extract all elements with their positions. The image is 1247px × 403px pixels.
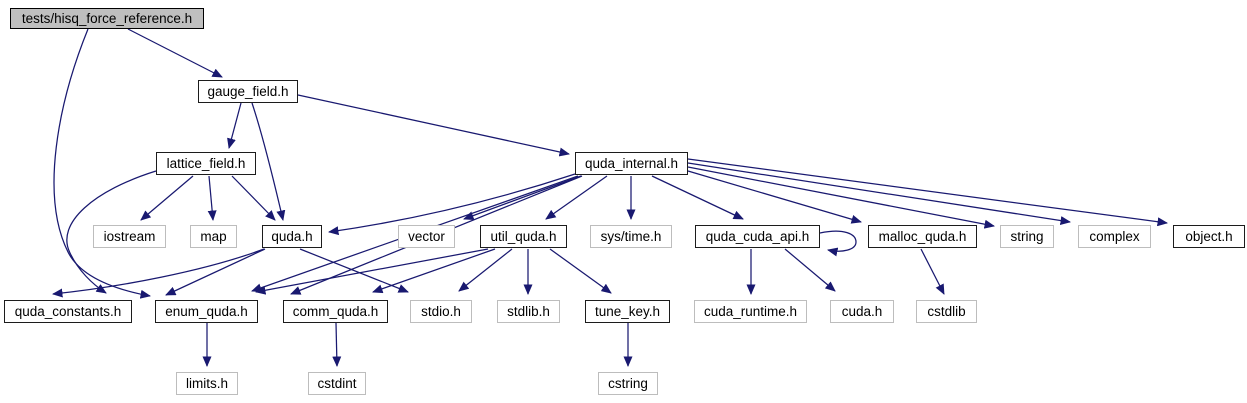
edge-gauge_field_h-to-lattice_field_h: [227, 102, 242, 149]
node-cuda_h: cuda.h: [830, 300, 894, 323]
node-label: util_quda.h: [490, 229, 557, 244]
edge-quda_cuda_api_h-to-cuda_h: [784, 248, 836, 292]
node-map: map: [190, 225, 237, 248]
node-label: comm_quda.h: [292, 304, 379, 319]
node-label: stdlib.h: [507, 304, 550, 319]
edge-gauge_field_h-to-quda_internal_h: [297, 94, 570, 157]
node-label: enum_quda.h: [165, 304, 248, 319]
node-enum_quda_h[interactable]: enum_quda.h: [155, 300, 258, 323]
edge-tests_hisq_force_reference_h-to-enum_quda_h: [53, 28, 151, 299]
node-string: string: [1000, 225, 1054, 248]
node-label: vector: [408, 229, 445, 244]
edge-lattice_field_h-to-iostream: [140, 175, 194, 221]
edge-quda_internal_h-to-vector: [463, 175, 582, 220]
node-sys_time_h: sys/time.h: [590, 225, 672, 248]
node-label: cuda_runtime.h: [703, 304, 798, 319]
node-label: complex: [1089, 229, 1140, 244]
node-label: tune_key.h: [594, 304, 661, 319]
node-label: gauge_field.h: [207, 84, 289, 99]
node-label: iostream: [103, 229, 156, 244]
node-label: string: [1010, 229, 1044, 244]
node-complex: complex: [1078, 225, 1151, 248]
node-label: object.h: [1185, 229, 1233, 244]
edge-quda_internal_h-to-quda_h: [328, 173, 576, 236]
edge-quda_internal_h-to-complex: [687, 162, 1071, 225]
edge-util_quda_h-to-comm_quda_h: [372, 248, 496, 294]
node-label: malloc_quda.h: [878, 229, 967, 244]
edge-util_quda_h-to-tune_key_h: [549, 248, 612, 294]
node-limits_h: limits.h: [176, 372, 238, 395]
node-quda_internal_h[interactable]: quda_internal.h: [575, 152, 688, 175]
node-cstdlib: cstdlib: [916, 300, 977, 323]
node-label: cstdint: [317, 376, 357, 391]
edge-quda_h-to-quda_constants_h: [52, 248, 265, 298]
edge-quda_internal_h-to-malloc_quda_h: [687, 170, 862, 224]
edge-quda_h-to-enum_quda_h: [165, 248, 266, 296]
node-cstring: cstring: [598, 372, 658, 395]
node-label: lattice_field.h: [166, 156, 246, 171]
node-malloc_quda_h[interactable]: malloc_quda.h: [868, 225, 977, 248]
node-label: sys/time.h: [600, 229, 662, 244]
edge-quda_internal_h-to-object_h: [687, 158, 1168, 227]
edge-quda_internal_h-to-string: [687, 166, 995, 229]
node-label: quda.h: [271, 229, 313, 244]
node-quda_h[interactable]: quda.h: [262, 225, 322, 248]
node-gauge_field_h[interactable]: gauge_field.h: [198, 80, 298, 103]
node-stdio_h: stdio.h: [410, 300, 472, 323]
edge-tests_hisq_force_reference_h-to-gauge_field_h: [127, 28, 223, 78]
node-object_h[interactable]: object.h: [1173, 225, 1245, 248]
node-label: map: [200, 229, 227, 244]
node-label: tests/hisq_force_reference.h: [21, 11, 193, 26]
node-cstdint: cstdint: [308, 372, 366, 395]
edge-lattice_field_h-to-quda_constants_h: [66, 170, 157, 294]
node-label: cstring: [608, 376, 648, 391]
edge-quda_internal_h-to-quda_cuda_api_h: [651, 175, 744, 220]
node-comm_quda_h[interactable]: comm_quda.h: [283, 300, 388, 323]
node-util_quda_h[interactable]: util_quda.h: [480, 225, 567, 248]
node-lattice_field_h[interactable]: lattice_field.h: [156, 152, 256, 175]
node-stdlib_h: stdlib.h: [497, 300, 560, 323]
edge-quda_internal_h-to-util_quda_h: [545, 175, 608, 220]
node-label: stdio.h: [421, 304, 461, 319]
node-iostream: iostream: [93, 225, 166, 248]
node-tests_hisq_force_reference_h[interactable]: tests/hisq_force_reference.h: [10, 8, 204, 29]
edge-util_quda_h-to-enum_quda_h: [255, 248, 489, 295]
node-label: quda_constants.h: [14, 304, 122, 319]
node-label: limits.h: [185, 376, 228, 391]
node-cuda_runtime_h: cuda_runtime.h: [694, 300, 807, 323]
node-vector: vector: [398, 225, 455, 248]
edge-quda_h-to-stdio_h: [299, 248, 409, 293]
edge-quda_cuda_api_h-to-quda_cuda_api_h: [819, 230, 857, 257]
edge-lattice_field_h-to-map: [207, 175, 217, 221]
edge-util_quda_h-to-stdio_h: [458, 248, 513, 292]
node-label: quda_cuda_api.h: [705, 229, 810, 244]
node-tune_key_h[interactable]: tune_key.h: [585, 300, 670, 323]
node-quda_constants_h[interactable]: quda_constants.h: [4, 300, 132, 323]
node-label: cuda.h: [841, 304, 883, 319]
node-label: cstdlib: [927, 304, 966, 319]
node-label: quda_internal.h: [584, 156, 679, 171]
edge-comm_quda_h-to-cstdint: [332, 322, 342, 367]
edge-gauge_field_h-to-quda_h: [251, 102, 286, 221]
edge-malloc_quda_h-to-cstdlib: [920, 248, 945, 295]
node-quda_cuda_api_h[interactable]: quda_cuda_api.h: [695, 225, 820, 248]
edge-lattice_field_h-to-quda_h: [231, 175, 276, 221]
